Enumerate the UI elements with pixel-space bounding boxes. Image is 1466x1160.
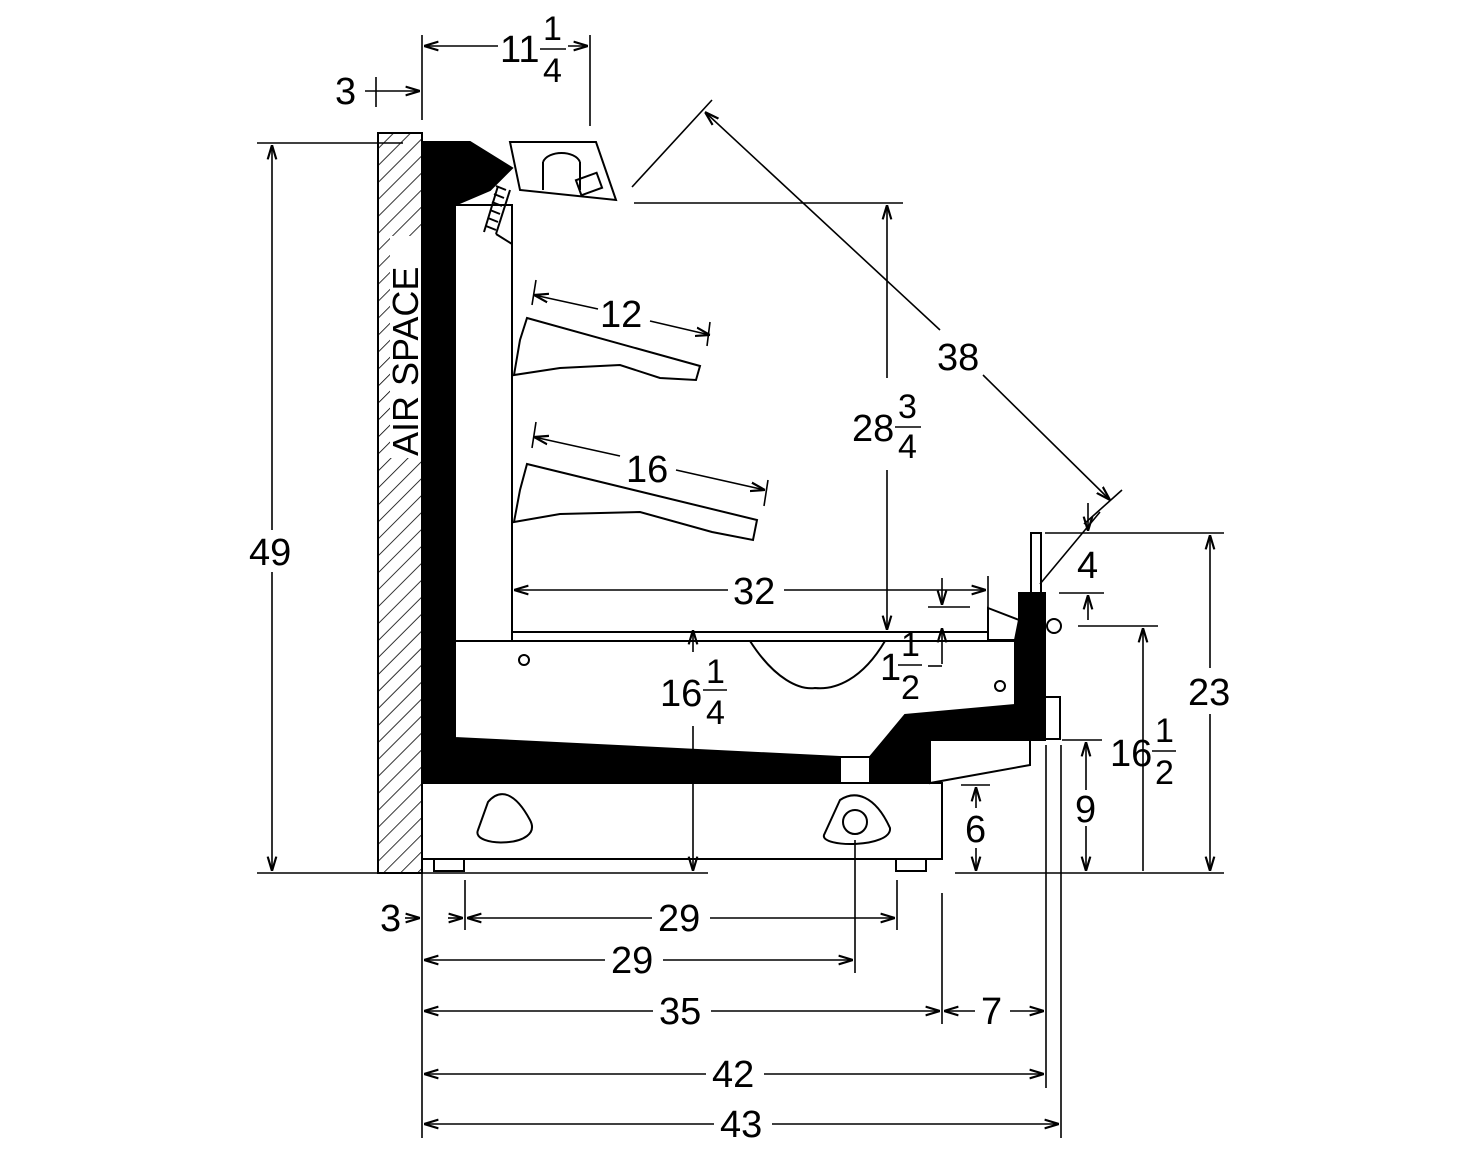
deck-scoop [749,640,886,690]
dim-wall-gap-top: 3 [335,71,356,113]
dim-bumper-depth: 7 [981,991,1002,1033]
dim-deck-depth: 32 [733,571,775,613]
dim-front-low: 9 [1075,789,1096,831]
canopy-light [485,185,507,231]
foot-right [895,858,927,872]
dim-diagonal: 38 [937,337,979,379]
dim-inner-height-num: 3 [898,388,917,426]
rear-panel [454,204,513,642]
dim-base-height-whole: 16 [660,673,702,715]
dim-inner-height-whole: 28 [852,408,894,450]
dim-shelf-upper: 12 [600,294,642,336]
front-glass-post [1030,532,1042,596]
deck [454,640,1016,758]
dim-foot-offset: 3 [380,898,401,940]
dim-base-height-den: 4 [706,694,725,732]
base-cutout-left [476,793,533,844]
dim-lip-whole: 1 [880,647,901,689]
deck-bolt-left [518,654,530,666]
deck-bolt-right [994,680,1006,692]
dim-foot-span: 29 [658,898,700,940]
drain-outlet [842,809,868,835]
wall-air-space: AIR SPACE [377,132,426,874]
dim-overall-height: 49 [249,532,291,574]
dim-base-depth: 35 [659,991,701,1033]
dim-front-mid-den: 2 [1155,754,1174,792]
shelf-lower [512,462,759,542]
dim-lip-den: 2 [901,669,920,707]
case-body [421,141,1062,872]
dim-front-top-small: 4 [1077,545,1098,587]
dim-front-height: 23 [1188,672,1230,714]
foot-left [433,858,465,872]
dimension-labels: 3 11 1 4 49 12 16 38 28 3 4 32 1 1 2 16 … [249,10,1230,1146]
dim-front-mid-num: 1 [1155,712,1174,750]
air-space-label: AIR SPACE [385,267,426,456]
dim-top-depth-den: 4 [543,52,562,90]
dim-inner-height-den: 4 [898,428,917,466]
front-kick [929,739,1031,785]
dim-depth-42: 42 [712,1054,754,1096]
dim-top-depth-whole: 11 [500,29,539,71]
dim-lip-num: 1 [901,626,920,664]
canopy [508,141,618,202]
dim-leg-height: 6 [965,809,986,851]
dim-base-height-num: 1 [706,653,725,691]
front-rail-clamp [1018,592,1046,624]
dim-drain-location: 29 [611,940,653,982]
dim-top-depth-num: 1 [543,10,562,48]
dim-depth-43: 43 [720,1104,762,1146]
shelf-upper [512,316,702,382]
dimension-lines [257,35,1224,1138]
base-cutout-drain [823,794,892,846]
dim-front-mid-whole: 16 [1110,733,1152,775]
dim-shelf-lower: 16 [626,449,668,491]
